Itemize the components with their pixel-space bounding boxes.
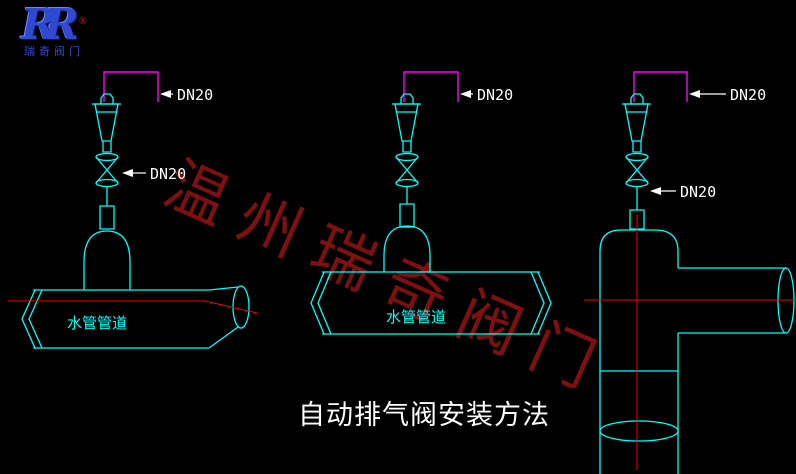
arrow-icon [650,187,661,195]
reducer-bottom-line [208,326,239,349]
arrow-icon [160,90,171,98]
registered-mark: ® [79,16,87,27]
nipple [629,209,645,230]
logo: RR® 瑞奇阀门 [8,0,100,59]
valve-top-flange [625,152,649,162]
pipe-break-left [310,271,325,335]
shutoff-valve-icon [395,152,419,188]
diagram-2-horizontal-pipe: DN20 [310,71,552,335]
valve-bottom-flange [395,178,419,188]
nipple [99,205,115,230]
valve-top-flange [395,152,419,162]
arrow-icon [689,90,700,98]
shutoff-valve-icon [625,152,649,188]
pipe-break-right [530,271,545,335]
valve-cap [100,93,114,104]
pipe-bottom-cap [599,420,679,442]
watermark-text: 温州瑞奇阀门 [154,147,622,409]
valve-bottom-flange [95,178,119,188]
shutoff-valve-icon [95,152,119,188]
arrow-icon [460,90,471,98]
arrow-icon [122,169,133,177]
exhaust-valve-icon [622,93,651,153]
inlet-size-label: DN20 [477,86,513,104]
inlet-pipe [103,71,159,102]
pipe-break-left [317,271,332,335]
valve-outlet [632,141,642,153]
valve-body [394,103,419,142]
pipe-break-left [21,289,36,349]
pipe-break-right [537,271,552,335]
logo-company-name: 瑞奇阀门 [24,45,84,58]
diagram-1-horizontal-pipe: DN20 DN20 [8,71,258,349]
inlet-pipe [633,71,688,102]
pipe-outline [21,285,250,349]
valve-size-label: DN20 [150,165,186,183]
valve-outlet [402,141,412,153]
logo-monogram: RR [21,0,79,49]
valve-top-flange [95,152,119,162]
valve-cross-line [95,156,119,184]
diagram-3-vertical-pipe: DN20 DN20 [584,71,795,474]
pipe-outline [599,229,795,474]
valve-cross-line [395,156,419,184]
logo-monogram-row: RR® [8,0,100,49]
centerline [8,300,258,314]
inlet-size-label: DN20 [177,86,213,104]
drawing-title: 自动排气阀安装方法 [298,400,550,431]
valve-body [624,103,649,142]
exhaust-valve-icon [392,93,421,153]
vertical-pipe-body [599,229,679,474]
air-dome [383,225,431,272]
valve-cap [400,93,414,104]
pipe-end-cap [232,285,250,329]
nipple [399,203,415,228]
valve-outlet [102,141,112,153]
pipe-label: 水管管道 [386,308,446,326]
valve-size-label: DN20 [680,183,716,201]
inlet-size-label: DN20 [730,86,766,104]
air-dome [83,230,131,290]
valve-bottom-flange [625,178,649,188]
reducer-top-line [208,286,239,291]
pipe-outline [310,271,552,335]
valve-cross-line [625,156,649,184]
valve-body [94,103,119,142]
exhaust-valve-icon [92,93,121,153]
valve-cap [630,93,644,104]
pipe-break-left [28,289,43,349]
inlet-pipe [403,71,459,102]
pipe-label: 水管管道 [67,314,127,332]
